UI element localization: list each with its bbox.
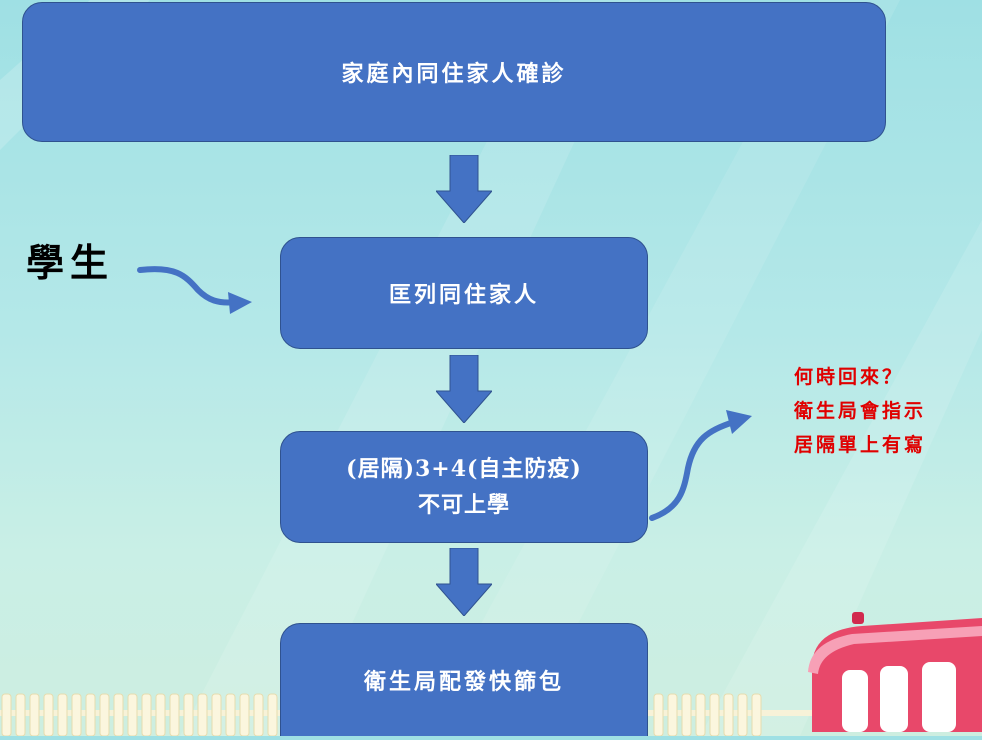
- flow-step-4-text: 衛生局配發快篩包: [363, 669, 564, 695]
- flow-step-1-text: 家庭內同住家人確診: [341, 61, 567, 87]
- flow-step-3-line-2: 不可上學: [417, 492, 510, 518]
- note-line-1: 何時回來？: [794, 366, 905, 388]
- flow-step-household-confirmed: 家庭內同住家人確診: [22, 2, 886, 142]
- bus-illustration: [782, 612, 982, 736]
- note-line-3: 居隔單上有寫: [794, 434, 927, 456]
- student-label: 學生: [26, 240, 115, 285]
- note-line-2: 衛生局會指示: [794, 400, 927, 422]
- flow-step-list-household: 匡列同住家人: [280, 237, 648, 349]
- flow-step-rapid-test-kit: 衛生局配發快篩包: [280, 623, 648, 736]
- return-note: 何時回來？ 衛生局會指示 居隔單上有寫: [794, 360, 926, 462]
- down-arrow-icon: [436, 355, 492, 423]
- flow-step-quarantine: (居隔)3+4(自主防疫) 不可上學: [280, 431, 648, 543]
- flow-step-2-text: 匡列同住家人: [388, 282, 539, 308]
- down-arrow-icon: [436, 548, 492, 616]
- down-arrow-icon: [436, 155, 492, 223]
- flow-step-3-line-1: (居隔)3+4(自主防疫): [346, 456, 582, 482]
